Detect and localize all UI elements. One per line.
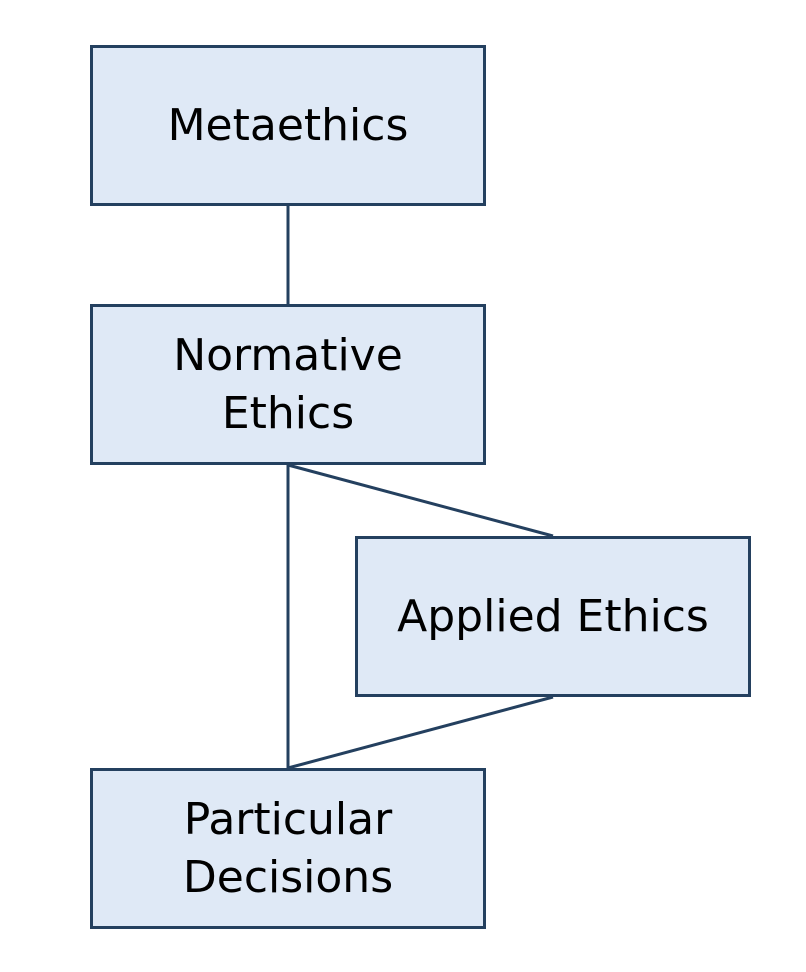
edge-normative-to-applied <box>287 463 554 538</box>
node-particular-decisions-label-line-2: Decisions <box>182 851 394 903</box>
node-normative-ethics: Normative Ethics <box>90 304 486 465</box>
node-particular-decisions: Particular Decisions <box>90 768 486 929</box>
node-metaethics-label: Metaethics <box>167 99 409 151</box>
edge-applied-to-particular <box>287 695 554 770</box>
node-normative-ethics-label-line-2: Ethics <box>221 387 355 439</box>
node-applied-ethics: Applied Ethics <box>355 536 751 697</box>
node-metaethics: Metaethics <box>90 45 486 206</box>
node-particular-decisions-label-line-1: Particular <box>183 793 393 845</box>
node-applied-ethics-label: Applied Ethics <box>397 590 709 642</box>
node-normative-ethics-label-line-1: Normative <box>173 329 403 381</box>
